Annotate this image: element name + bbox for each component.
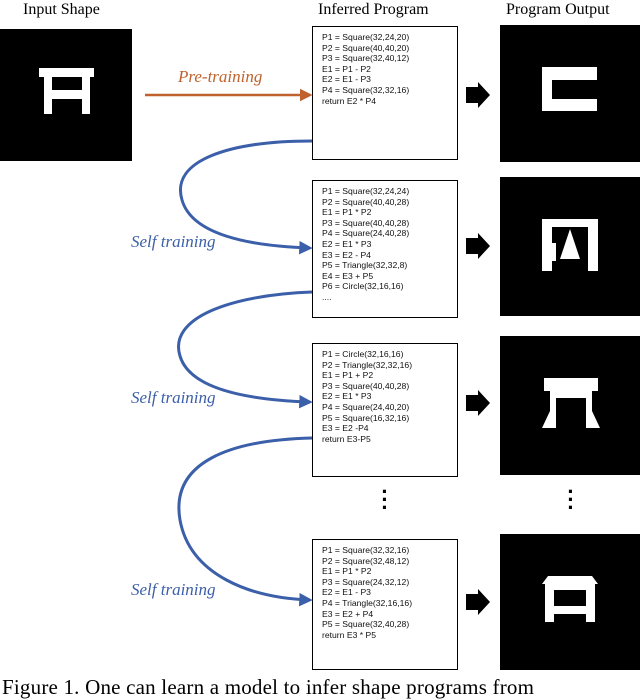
program-box-3: P1 = Circle(32,16,16)P2 = Triangle(32,32… [312, 343, 458, 477]
output-ellipsis: ··· [567, 479, 575, 520]
output-shape-4-drawing [542, 576, 598, 622]
program-line: .... [322, 291, 332, 302]
program-line: P5 = Square(16,32,16) [322, 412, 410, 423]
output-shape-3-drawing [542, 378, 600, 428]
figure-caption: Figure 1. One can learn a model to infer… [2, 675, 535, 699]
program-line: E2 = E1 * P3 [322, 391, 372, 402]
program-line: P5 = Triangle(32,32,8) [322, 260, 408, 271]
program-line: P1 = Square(32,24,20) [322, 32, 410, 42]
program-line: P2 = Square(32,48,12) [322, 555, 410, 566]
program-output-header: Program Output [506, 1, 610, 18]
program-line: E1 = P1 * P2 [322, 207, 372, 218]
self-training-curve-2 [177, 290, 313, 409]
output-arrow-2 [466, 233, 490, 259]
program-line: P3 = Square(40,40,28) [322, 217, 410, 228]
self-training-curve-3 [177, 436, 313, 607]
program-line: P3 = Square(40,40,28) [322, 380, 410, 391]
output-shape-2 [500, 177, 640, 316]
program-ellipsis: ··· [381, 479, 389, 520]
program-box-2: P1 = Square(32,24,24)P2 = Square(40,40,2… [312, 180, 458, 318]
program-box-4: P1 = Square(32,32,16)P2 = Square(32,48,1… [312, 539, 458, 670]
program-line: P1 = Square(32,24,24) [322, 186, 410, 196]
output-arrow-3 [466, 390, 490, 416]
program-line: P4 = Square(32,32,16) [322, 84, 410, 95]
program-line: P4 = Square(24,40,28) [322, 228, 410, 239]
program-line: P5 = Square(32,40,28) [322, 619, 410, 630]
program-line: return E2 * P4 [322, 95, 376, 106]
program-line: return E3 * P5 [322, 629, 376, 640]
input-shape-image [0, 29, 132, 161]
program-box-1: P1 = Square(32,24,20)P2 = Square(40,40,2… [312, 26, 458, 160]
program-line: E2 = E1 - P3 [322, 587, 371, 598]
program-line: return E3-P5 [322, 433, 371, 444]
program-line: E1 = P1 * P2 [322, 566, 372, 577]
program-line: E3 = E2 -P4 [322, 423, 369, 434]
program-line: E3 = E2 + P4 [322, 608, 374, 619]
program-line: P3 = Square(32,40,12) [322, 53, 410, 64]
program-line: E3 = E2 - P4 [322, 249, 371, 260]
self-training-label-2: Self training [131, 388, 216, 407]
program-line: P2 = Triangle(32,32,16) [322, 359, 413, 370]
program-line: P1 = Square(32,32,16) [322, 545, 410, 555]
program-line: E2 = E1 - P3 [322, 74, 371, 85]
self-training-curve-1 [179, 139, 313, 255]
program-line: P2 = Square(40,40,28) [322, 196, 410, 207]
input-shape-header: Input Shape [23, 1, 100, 18]
output-shape-2-drawing [542, 219, 598, 271]
pretraining-label: Pre-training [178, 67, 263, 86]
self-training-label-3: Self training [131, 580, 216, 599]
input-table-shape [39, 68, 94, 114]
output-arrow-4 [466, 589, 490, 615]
program-line: P6 = Circle(32,16,16) [322, 281, 404, 292]
output-shape-1-drawing [542, 67, 597, 111]
program-line: E1 = P1 - P2 [322, 63, 371, 74]
output-shape-4 [500, 534, 640, 670]
program-line: P1 = Circle(32,16,16) [322, 349, 404, 359]
self-training-label-1: Self training [131, 232, 216, 251]
output-shape-3 [500, 336, 640, 475]
program-line: P2 = Square(40,40,20) [322, 42, 410, 53]
output-arrow-1 [466, 82, 490, 108]
program-line: P3 = Square(24,32,12) [322, 576, 410, 587]
program-line: P4 = Triangle(32,16,16) [322, 597, 413, 608]
program-line: E1 = P1 + P2 [322, 370, 374, 381]
program-line: E2 = E1 * P3 [322, 238, 372, 249]
program-line: E4 = E3 + P5 [322, 270, 374, 281]
inferred-program-header: Inferred Program [318, 1, 429, 18]
program-line: P4 = Square(24,40,20) [322, 401, 410, 412]
output-shape-1 [500, 25, 640, 162]
